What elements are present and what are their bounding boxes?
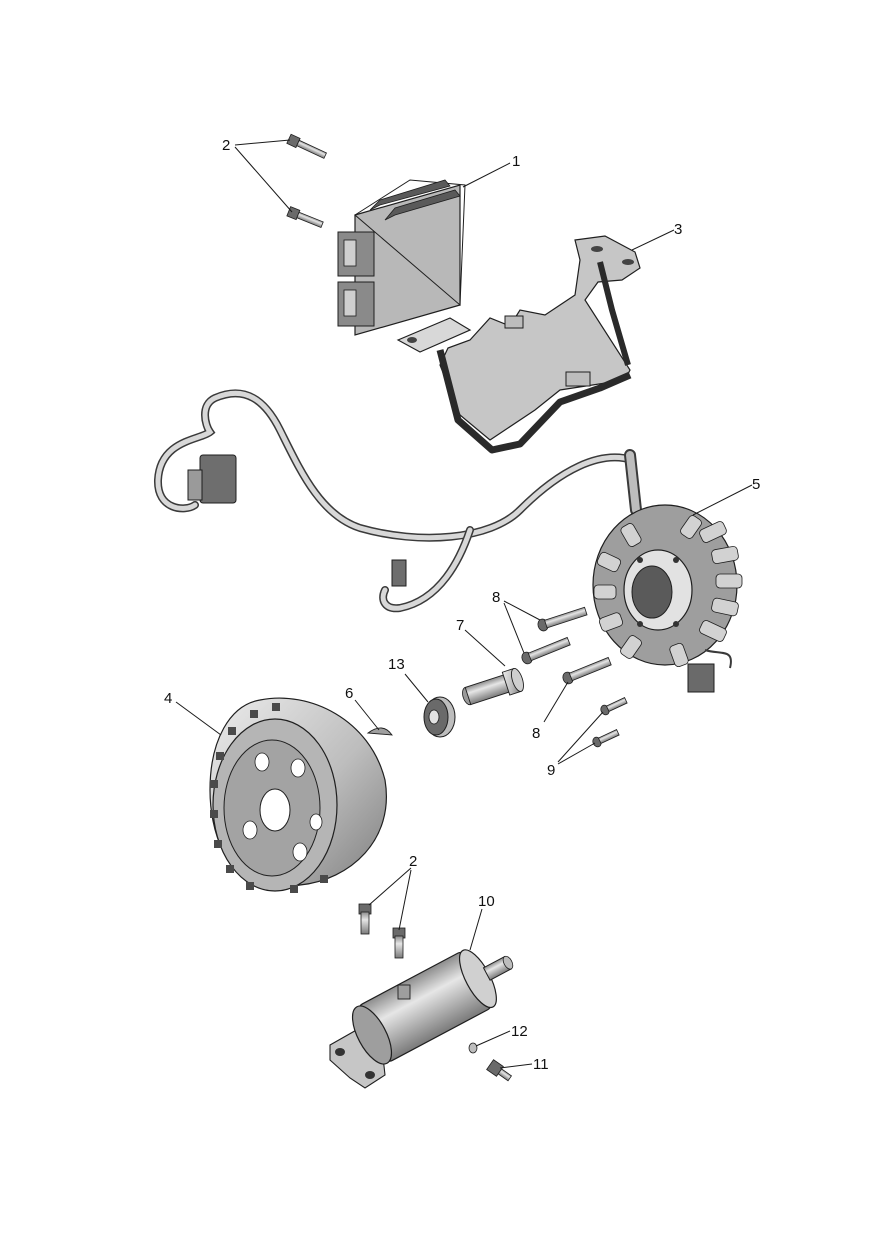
callout-1: 1 — [512, 153, 520, 170]
screws-8 — [521, 606, 612, 685]
callout-11: 11 — [533, 1056, 549, 1073]
callout-5: 5 — [752, 476, 760, 493]
sprag-shaft — [462, 667, 524, 706]
screws-9 — [592, 697, 628, 748]
leader-lines — [175, 139, 753, 1069]
woodruff-key — [366, 727, 393, 736]
callout-7: 7 — [456, 617, 464, 634]
bolts-upper — [286, 133, 327, 229]
callout-8-lower: 8 — [532, 725, 540, 742]
bolt-11 — [486, 1059, 513, 1082]
callout-8-upper: 8 — [492, 589, 500, 606]
rotor — [209, 697, 387, 893]
callout-2-lower: 2 — [409, 853, 417, 870]
bearing — [423, 696, 456, 738]
stator — [592, 504, 743, 693]
washer — [468, 1042, 478, 1054]
starter-motor — [329, 949, 514, 1089]
callout-12: 12 — [511, 1023, 528, 1040]
wiring-harness — [153, 389, 642, 613]
callout-3: 3 — [674, 221, 682, 238]
callout-10: 10 — [478, 893, 495, 910]
regulator-rectifier — [337, 179, 466, 336]
callout-9: 9 — [547, 762, 555, 779]
callout-6: 6 — [345, 685, 353, 702]
bolts-lower — [358, 903, 406, 959]
callout-13: 13 — [388, 656, 405, 673]
mounting-bracket — [396, 235, 641, 454]
callout-2-upper: 2 — [222, 137, 230, 154]
callout-4: 4 — [164, 690, 172, 707]
callout-labels: 1 2 3 5 8 7 13 6 4 8 9 2 10 12 11 — [164, 137, 760, 1073]
